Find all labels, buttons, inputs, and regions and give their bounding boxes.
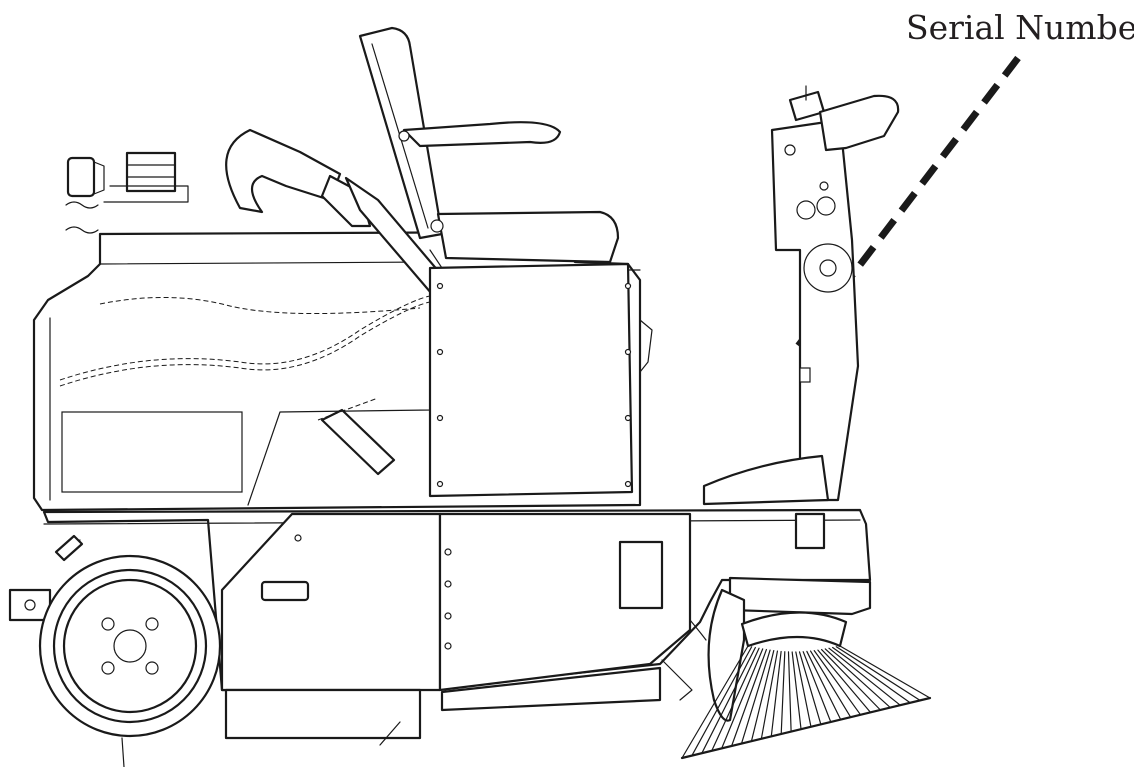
bristle: [740, 649, 771, 745]
side-panel-box: [428, 262, 653, 498]
bristle: [828, 647, 901, 706]
bristle: [787, 651, 792, 733]
crevice-tool: [317, 397, 396, 476]
bristle: [681, 645, 749, 759]
bristle: [795, 651, 812, 728]
bristle: [770, 650, 782, 738]
bristle: [817, 649, 872, 714]
bristle-edge: [680, 696, 932, 760]
bristle: [835, 646, 921, 702]
bristle: [813, 650, 862, 716]
bristle: [809, 650, 852, 718]
bristle: [839, 645, 931, 699]
bristle: [701, 646, 756, 754]
brush-bristles: [680, 645, 932, 760]
bristle: [721, 648, 764, 750]
lower-chassis: [42, 508, 872, 746]
bristle: [820, 648, 882, 711]
bristle: [760, 650, 779, 740]
bristle: [802, 651, 832, 723]
bristle: [832, 646, 911, 704]
operator-seat: [358, 26, 620, 264]
bristle: [798, 651, 822, 726]
bristle: [824, 648, 891, 709]
linkage-arm: [689, 619, 707, 641]
bristle: [791, 651, 802, 730]
warning-light: [65, 151, 189, 234]
rear-wheel: [38, 554, 222, 767]
bristle: [806, 650, 842, 721]
label-plate: [61, 411, 243, 493]
bristle: [691, 646, 753, 757]
foot-platform: [702, 454, 830, 550]
bristle: [711, 647, 760, 752]
steering-column: [770, 85, 900, 502]
side-brush-assembly: [680, 576, 932, 760]
bristle: [730, 648, 768, 747]
bristle: [750, 650, 775, 742]
bristle: [780, 651, 786, 735]
serial-number-label: Serial Number: [906, 8, 1134, 47]
